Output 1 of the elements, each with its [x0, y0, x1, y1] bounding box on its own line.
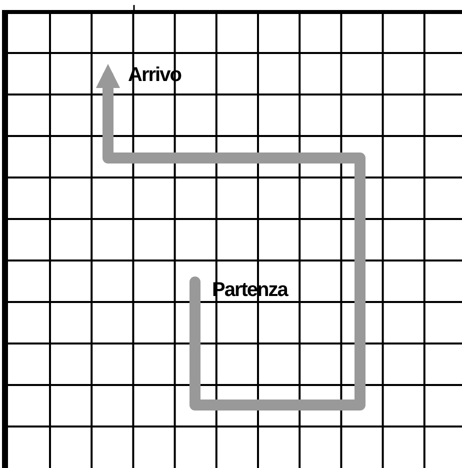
route-arrow — [96, 64, 366, 410]
